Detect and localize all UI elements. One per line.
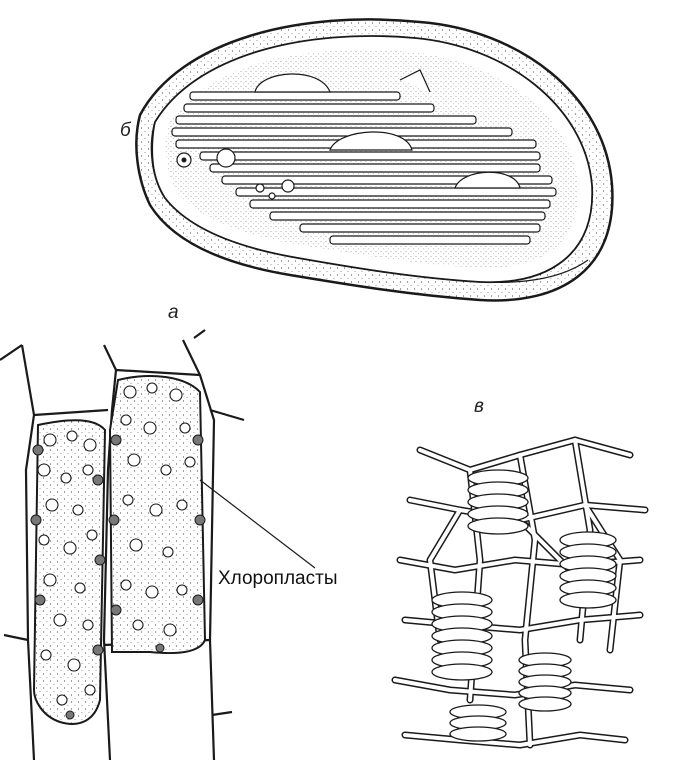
chloroplast-section-drawing xyxy=(136,19,612,300)
panel-b-label: б xyxy=(120,120,132,141)
callout-leader-line xyxy=(200,480,315,568)
chloroplasts-callout-label: Хлоропласты xyxy=(218,568,337,589)
grana-network-drawing xyxy=(395,440,645,745)
panel-a-label: а xyxy=(168,302,179,323)
plant-cells-drawing xyxy=(0,330,244,760)
panel-v-label: в xyxy=(474,396,484,417)
